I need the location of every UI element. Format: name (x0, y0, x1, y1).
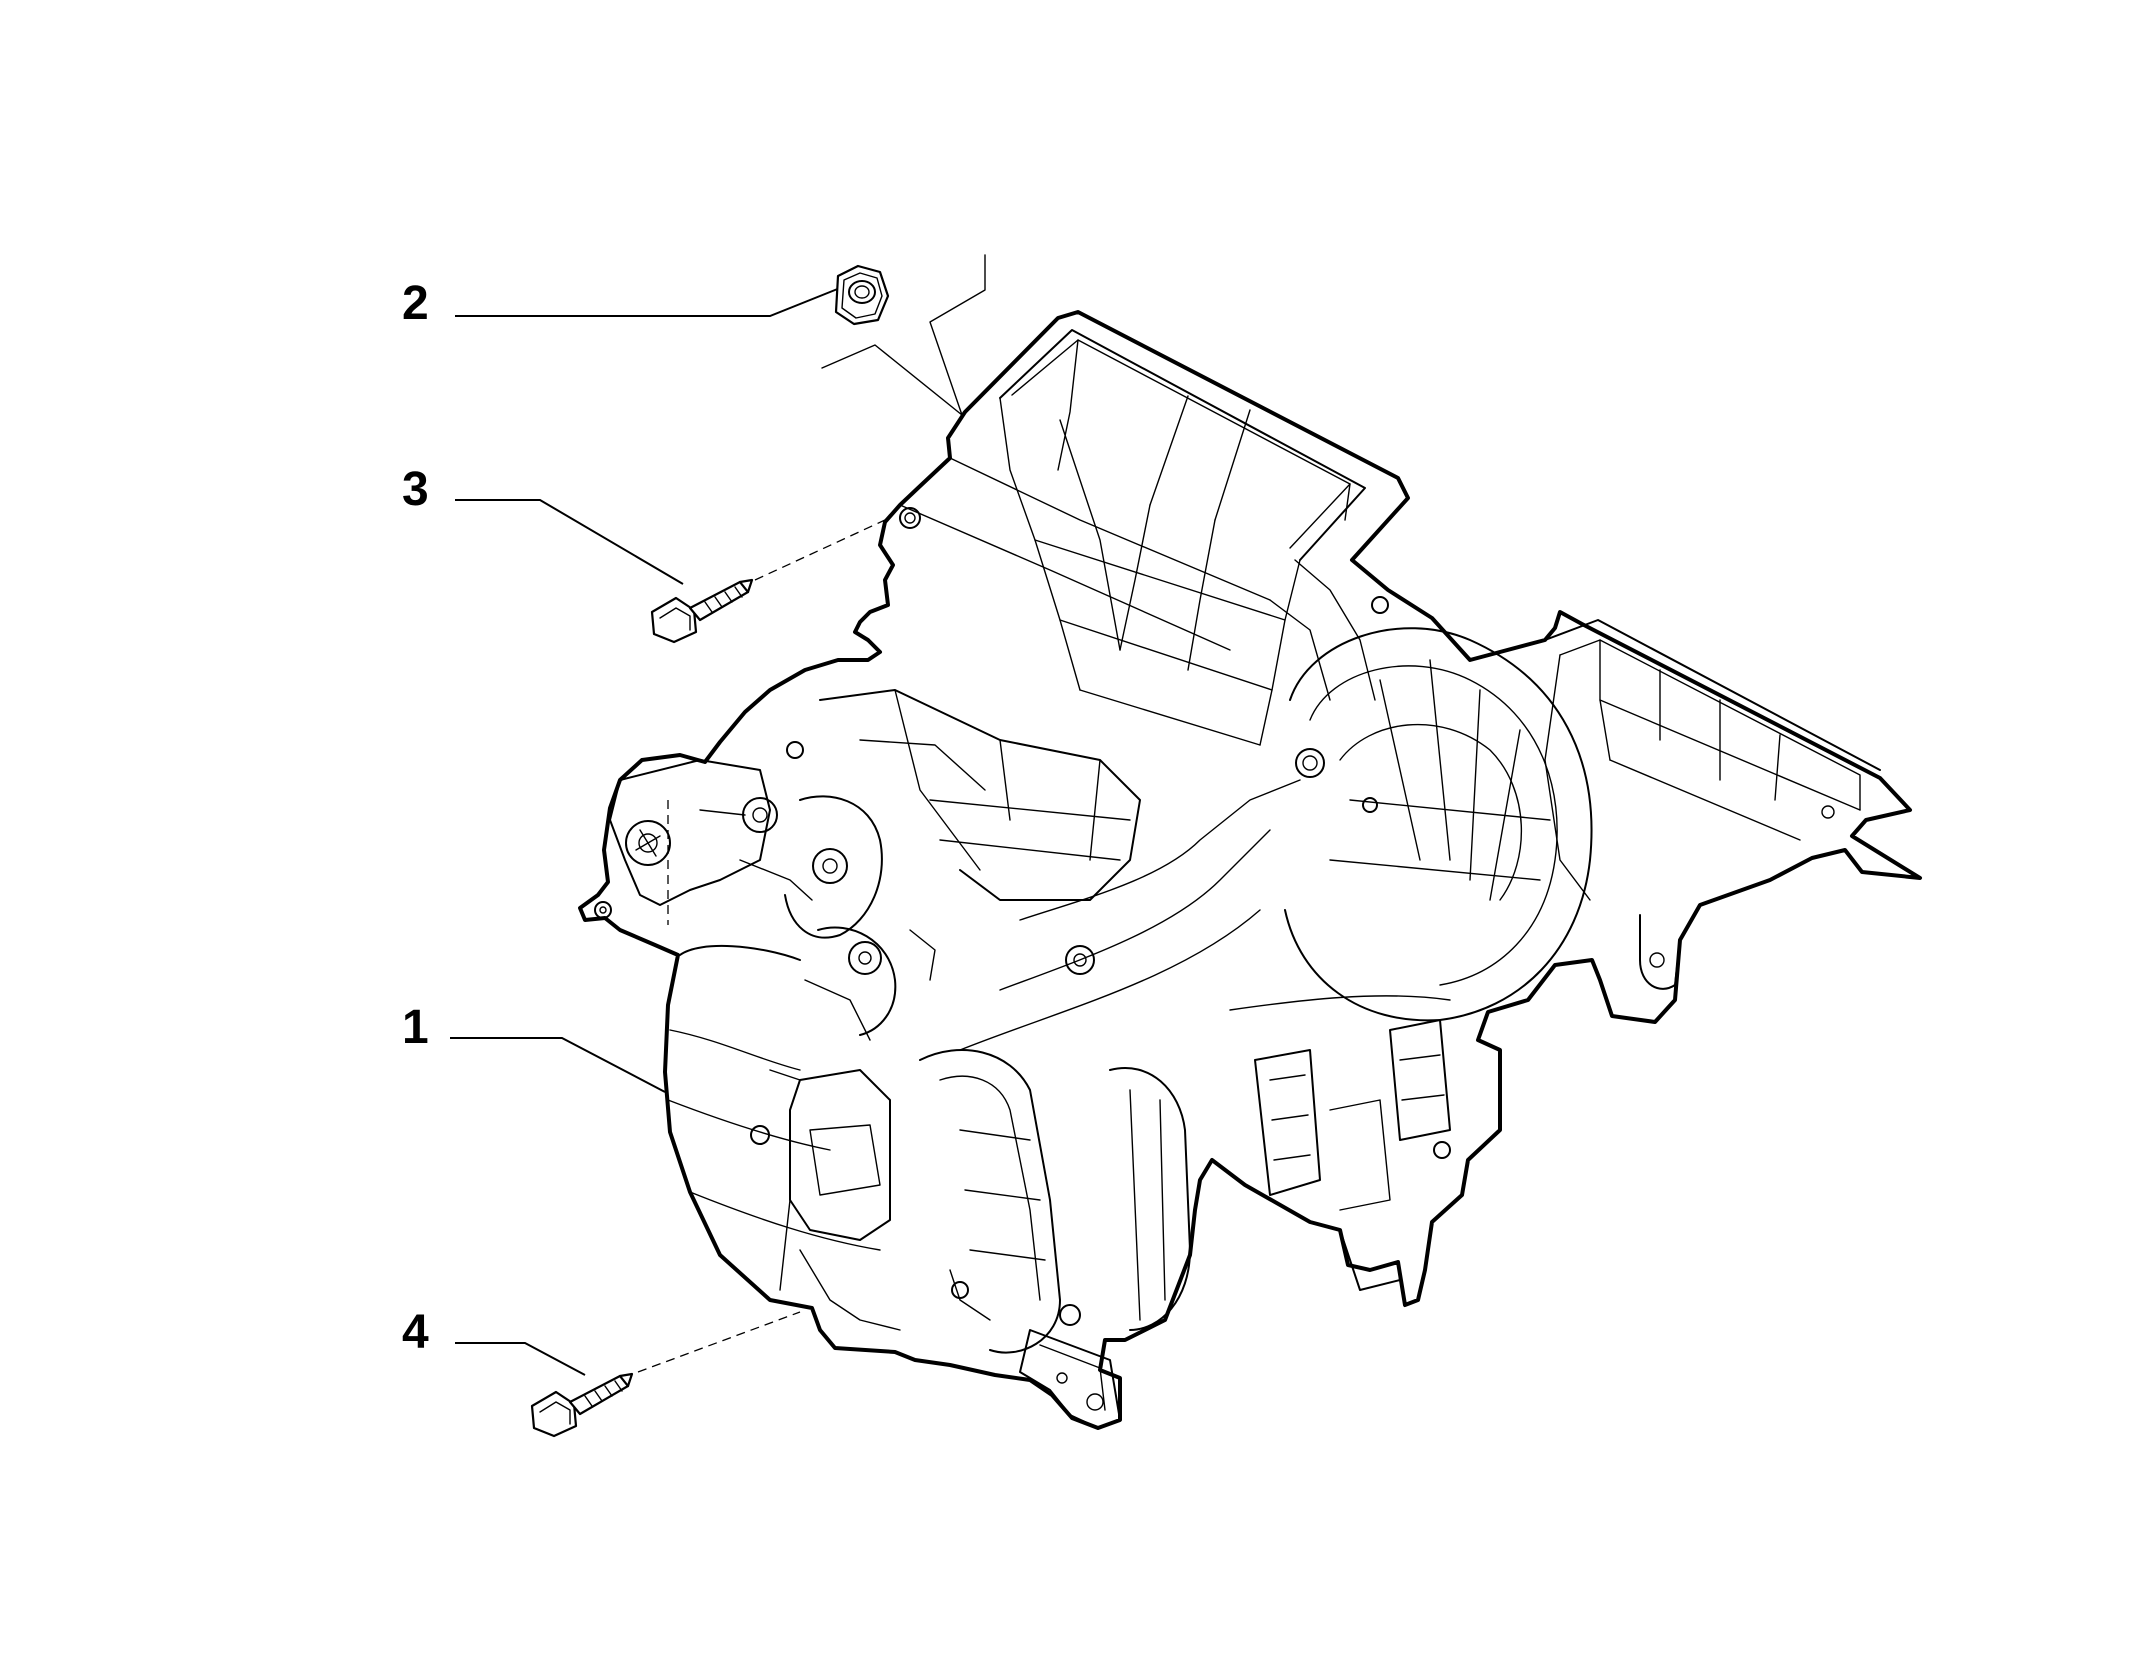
upper-body-ribs (899, 419, 1389, 701)
leader-line-2 (455, 287, 841, 317)
callout-number-3: 3 (402, 463, 429, 516)
callout-3[interactable]: 3 (402, 463, 684, 585)
heater-box (819, 689, 1301, 1051)
callout-number-2: 2 (402, 277, 429, 330)
section-cut-marker (821, 254, 986, 416)
flap-actuators (594, 741, 936, 1041)
callout-1[interactable]: 1 (402, 1001, 666, 1093)
screw-part-4[interactable] (530, 1311, 801, 1438)
blower-scroll (1284, 627, 1593, 1022)
right-outlet-duct (1544, 619, 1881, 990)
callout-number-1: 1 (402, 1001, 429, 1054)
housing-silhouette (578, 310, 1922, 1430)
callout-4[interactable]: 4 (402, 1306, 586, 1376)
leader-line-1 (450, 1037, 666, 1093)
control-module (1229, 995, 1451, 1291)
lower-core (919, 1049, 1191, 1354)
air-inlet-duct (999, 329, 1366, 746)
lower-left-housing (667, 944, 901, 1331)
leader-line-3 (455, 499, 684, 585)
screw-part-3[interactable] (650, 519, 886, 644)
mounting-foot (1019, 1329, 1121, 1429)
callout-number-4: 4 (402, 1306, 429, 1359)
hex-nut-part-2[interactable] (834, 264, 890, 326)
callout-2[interactable]: 2 (402, 277, 841, 330)
leader-line-4 (455, 1342, 586, 1376)
hvac-housing-part-1[interactable] (578, 254, 1922, 1430)
